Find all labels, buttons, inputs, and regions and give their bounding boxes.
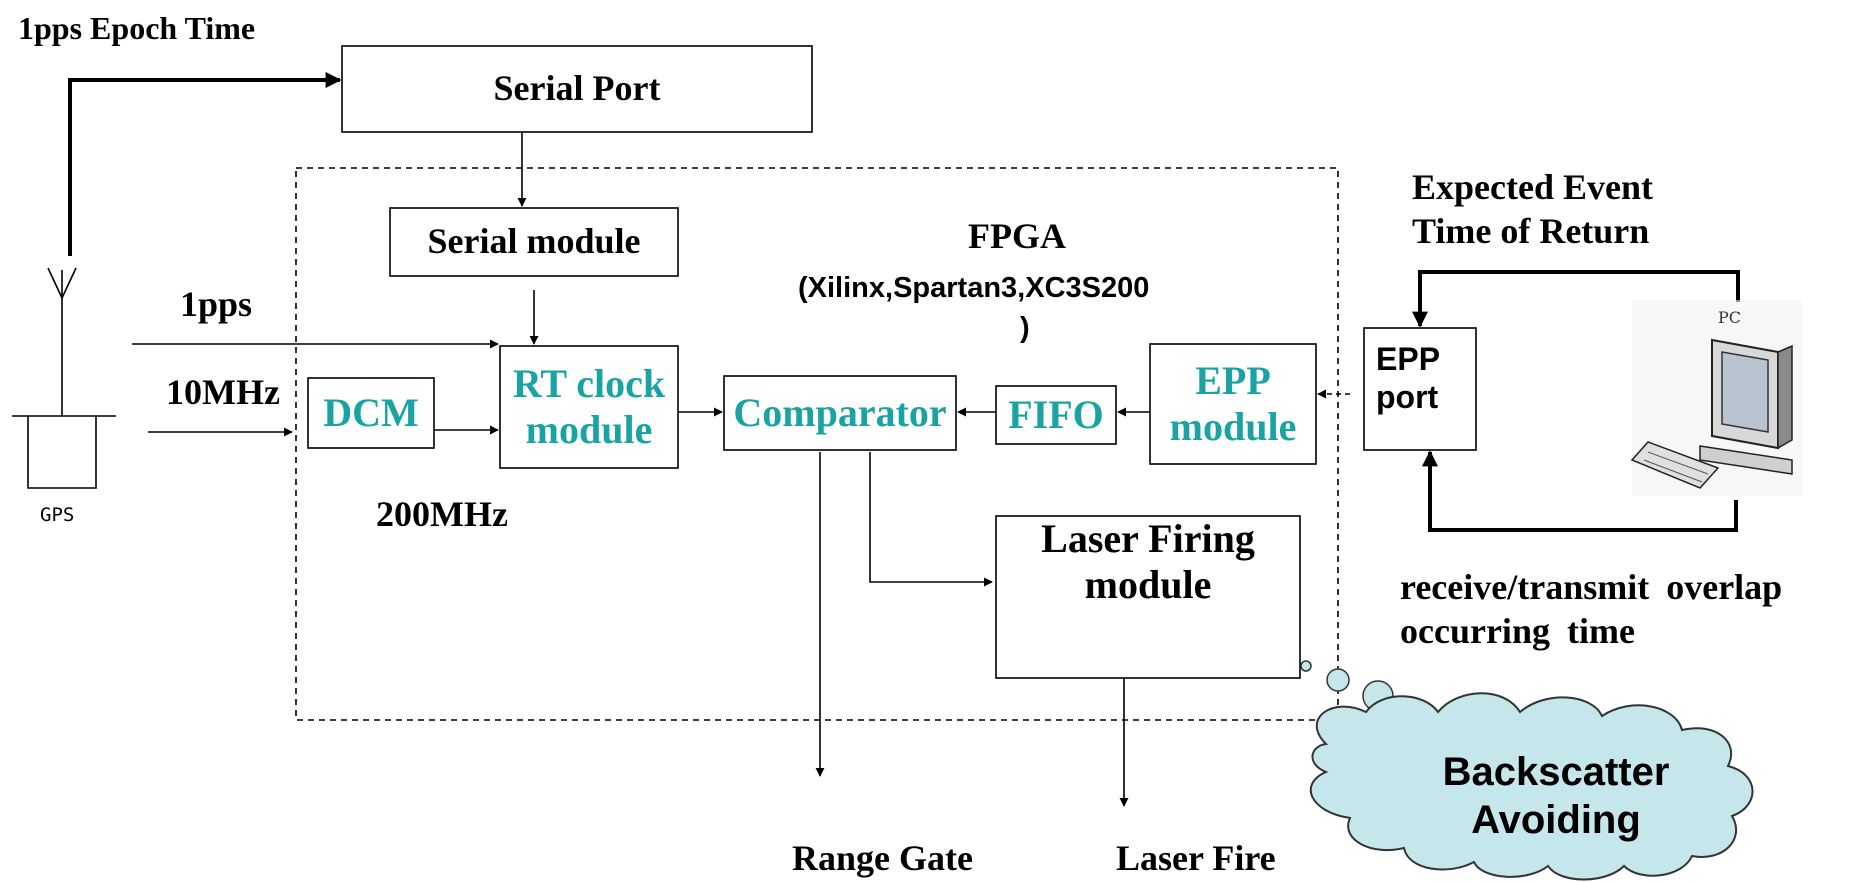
serial-module-box (389, 207, 679, 277)
fpga-subtitle: (Xilinx,Spartan3,XC3S200 (798, 272, 1150, 304)
epp-module-label-line1: EPP (1195, 358, 1271, 403)
comparator-to-laser-arrow (869, 452, 993, 587)
pps-label: 1pps (180, 284, 253, 324)
laser-firing-label-line2: module (1084, 562, 1212, 607)
backscatter-cloud-shape (1309, 692, 1754, 881)
rt-clock-module-box (499, 345, 679, 469)
serial-module-label: Serial module (427, 221, 641, 262)
comparator-box (723, 375, 957, 451)
range-gate-label: Range Gate (792, 838, 973, 878)
overlap-label: receive/transmit overlap occurring time (1400, 566, 1782, 654)
pc-to-eppport-bottom-line (1422, 450, 1738, 532)
fpga-boundary (295, 167, 1339, 721)
dcm-box (307, 377, 435, 449)
pc-computer-icon (1630, 300, 1802, 496)
mhz10-label: 10MHz (166, 372, 280, 412)
overlap-line1: receive/transmit overlap (1400, 567, 1783, 607)
gps-label: GPS (40, 504, 75, 526)
laser-fire-label: Laser Fire (1116, 838, 1276, 878)
backscatter-label: Backscatter Avoiding (1396, 748, 1716, 844)
rt-clock-label-line2: module (525, 407, 653, 452)
epp-port-label-line1: EPP (1376, 341, 1441, 377)
epp-port-label: EPP port (1376, 340, 1440, 417)
epp-module-label-line2: module (1169, 404, 1297, 449)
epoch-time-label: 1pps Epoch Time (18, 10, 256, 46)
expected-event-line1: Expected Event (1412, 167, 1653, 207)
serial-port-label: Serial Port (493, 68, 661, 109)
rt-clock-label: RT clock module (500, 346, 678, 468)
epoch-time-line (68, 72, 342, 256)
mhz200-label: 200MHz (376, 494, 508, 534)
epp-module-label: EPP module (1150, 344, 1316, 464)
backscatter-line2: Avoiding (1471, 798, 1641, 842)
fpga-subtitle-close: ) (1020, 312, 1030, 344)
backscatter-line1: Backscatter (1442, 750, 1670, 794)
pc-label: PC (1718, 308, 1742, 327)
expected-event-label: Expected Event Time of Return (1412, 166, 1653, 254)
overlap-line2: occurring time (1400, 610, 1635, 651)
epp-port-label-line2: port (1376, 379, 1439, 416)
thought-bubble-medium (1326, 668, 1350, 692)
laser-firing-module-box (995, 515, 1301, 679)
epp-module-box (1149, 343, 1317, 465)
dcm-label: DCM (323, 390, 419, 435)
laser-firing-label: Laser Firing module (996, 516, 1300, 608)
rt-clock-label-line1: RT clock (512, 361, 666, 406)
gps-antenna-icon (12, 267, 116, 489)
pc-to-eppport-top-line (1412, 270, 1740, 328)
fifo-label: FIFO (1008, 392, 1104, 437)
fpga-title: FPGA (968, 216, 1066, 256)
thought-bubble-small (1300, 660, 1312, 672)
serial-port-box (341, 45, 813, 133)
comparator-label: Comparator (733, 390, 947, 435)
laser-firing-label-line1: Laser Firing (1041, 516, 1255, 561)
fifo-box (995, 385, 1117, 445)
expected-event-line2: Time of Return (1412, 210, 1650, 251)
epp-port-box (1363, 327, 1477, 451)
